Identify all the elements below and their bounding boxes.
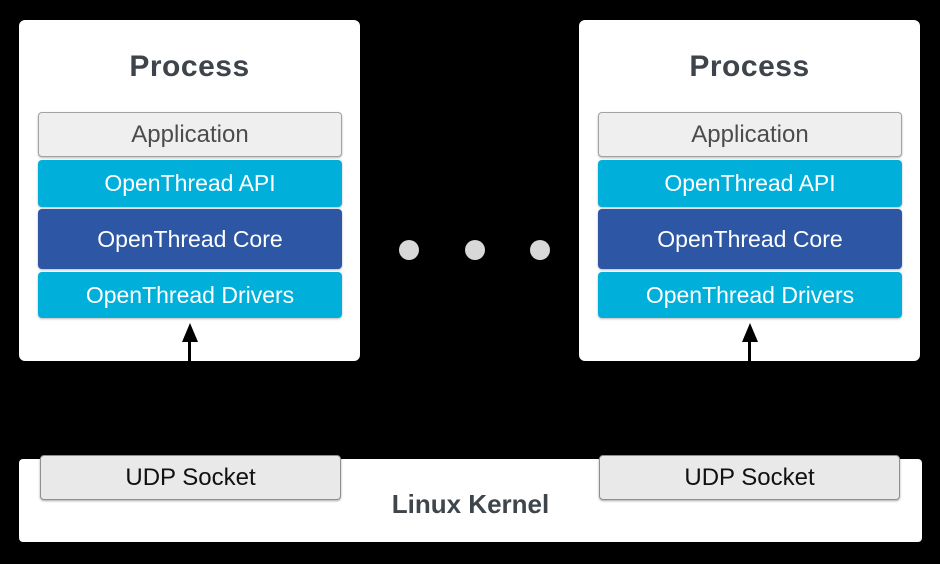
application-box: Application bbox=[38, 112, 342, 157]
process-title: Process bbox=[689, 50, 810, 83]
openthread-core-box: OpenThread Core bbox=[598, 209, 902, 269]
process-title: Process bbox=[129, 50, 250, 83]
arrow-stem bbox=[748, 341, 751, 361]
application-box: Application bbox=[598, 112, 902, 157]
udp-to-drivers-arrow bbox=[181, 323, 198, 361]
openthread-core-box: OpenThread Core bbox=[38, 209, 342, 269]
openthread-drivers-box: OpenThread Drivers bbox=[598, 272, 902, 318]
udp-socket-right: UDP Socket bbox=[599, 455, 900, 500]
process-card-left: Process Application OpenThread API OpenT… bbox=[19, 20, 360, 361]
udp-to-drivers-arrow bbox=[741, 323, 758, 361]
openthread-api-box: OpenThread API bbox=[598, 160, 902, 207]
ellipsis-dots bbox=[399, 240, 550, 260]
openthread-drivers-box: OpenThread Drivers bbox=[38, 272, 342, 318]
dot bbox=[530, 240, 550, 260]
dot bbox=[399, 240, 419, 260]
dot bbox=[464, 240, 485, 260]
arrow-head-icon bbox=[741, 323, 758, 342]
udp-socket-left: UDP Socket bbox=[40, 455, 341, 500]
linux-kernel-label: Linux Kernel bbox=[391, 489, 550, 519]
arrow-head-icon bbox=[181, 323, 198, 342]
process-card-right: Process Application OpenThread API OpenT… bbox=[579, 20, 920, 361]
openthread-api-box: OpenThread API bbox=[38, 160, 342, 207]
arrow-stem bbox=[188, 341, 191, 361]
